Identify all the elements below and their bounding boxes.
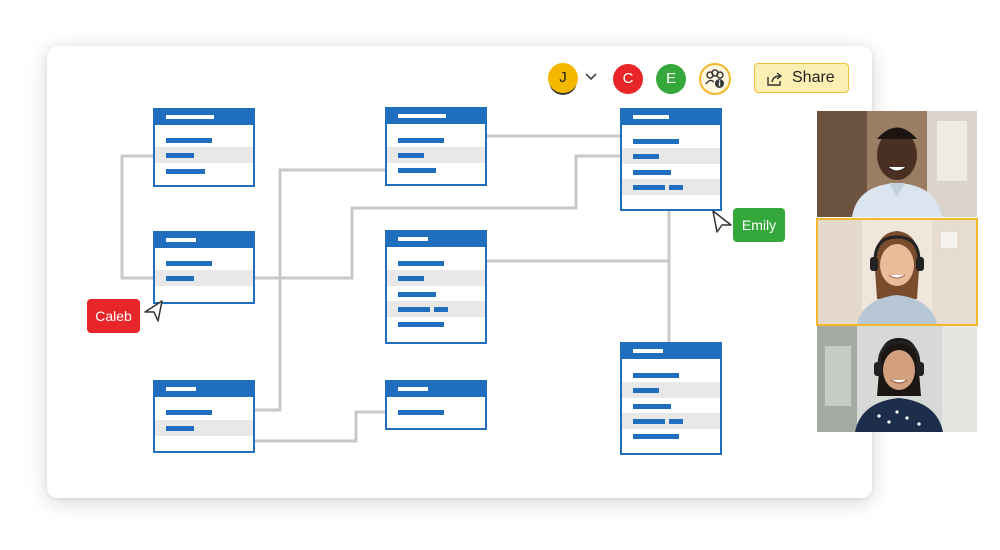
connector-1	[120, 154, 154, 280]
current-user-avatar[interactable]: J	[548, 63, 578, 93]
entity-table[interactable]	[385, 230, 487, 344]
entity-table[interactable]	[385, 380, 487, 430]
video-call-panel	[816, 111, 978, 432]
share-label: Share	[792, 69, 835, 86]
participant-avatar-e[interactable]: E	[656, 64, 686, 94]
participant-video-frame	[817, 111, 977, 217]
entity-table[interactable]	[620, 108, 722, 211]
connectors	[120, 134, 671, 443]
chevron-down-icon[interactable]	[584, 72, 598, 82]
participant-video-frame	[817, 326, 977, 432]
participant-avatar-c[interactable]: C	[613, 64, 643, 94]
participant-1-video[interactable]	[817, 111, 977, 217]
share-button[interactable]: Share	[754, 63, 849, 93]
participant-3-video[interactable]	[817, 326, 977, 432]
participant-video-frame	[817, 219, 977, 325]
cursor-pointer-icon	[712, 210, 732, 233]
connector-4	[254, 410, 386, 443]
share-arrow-icon	[767, 72, 783, 86]
participant-2-video[interactable]	[816, 218, 978, 326]
connector-3	[254, 168, 386, 412]
people-info-icon	[705, 69, 724, 88]
entity-table[interactable]	[620, 342, 722, 455]
connector-2	[254, 154, 621, 280]
entity-table[interactable]	[153, 231, 255, 304]
entity-table[interactable]	[385, 107, 487, 186]
cursor-label-caleb: Caleb	[87, 299, 140, 333]
cursor-label-emily: Emily	[733, 208, 785, 242]
people-info-button[interactable]	[699, 63, 731, 95]
entity-table[interactable]	[153, 108, 255, 187]
entity-table[interactable]	[153, 380, 255, 453]
cursor-pointer-icon	[144, 300, 163, 322]
